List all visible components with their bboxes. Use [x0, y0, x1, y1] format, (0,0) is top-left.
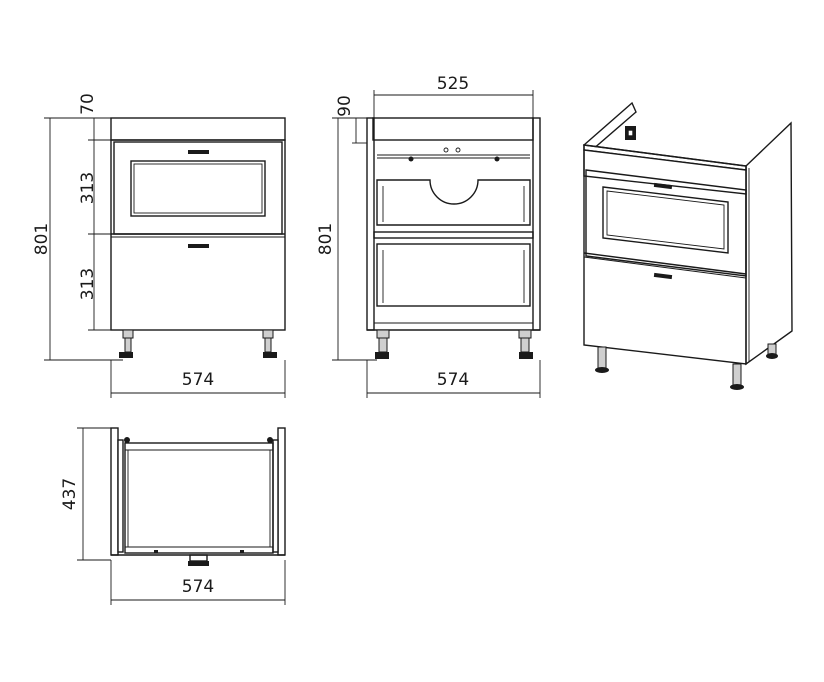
dim-interior-width: 574 [437, 370, 469, 390]
handle-lower-icon [188, 244, 209, 248]
dim-front-top: 70 [78, 93, 98, 115]
dim-interior-inner-width: 525 [437, 74, 469, 94]
handle-upper-icon [188, 150, 209, 154]
drawer-top-view: 437 574 [60, 427, 286, 605]
legs-front [119, 329, 277, 358]
dim-interior-top: 90 [335, 95, 355, 117]
dim-front-upper-drawer: 313 [78, 172, 98, 204]
isometric-view [582, 101, 793, 390]
legs-iso [595, 343, 778, 390]
dim-interior-height: 801 [316, 223, 336, 255]
iso-handle-lower-icon [653, 272, 673, 280]
front-view: 70 313 313 801 574 [32, 93, 286, 398]
dim-drawer-depth: 437 [60, 478, 80, 510]
interior-view: 525 90 801 574 [316, 74, 541, 398]
dim-front-width: 574 [182, 370, 214, 390]
dim-front-height: 801 [32, 223, 52, 255]
iso-handle-upper-icon [653, 182, 673, 190]
legs-interior [375, 329, 533, 359]
dim-front-lower-drawer: 313 [78, 268, 98, 300]
dim-drawer-width: 574 [182, 577, 214, 597]
